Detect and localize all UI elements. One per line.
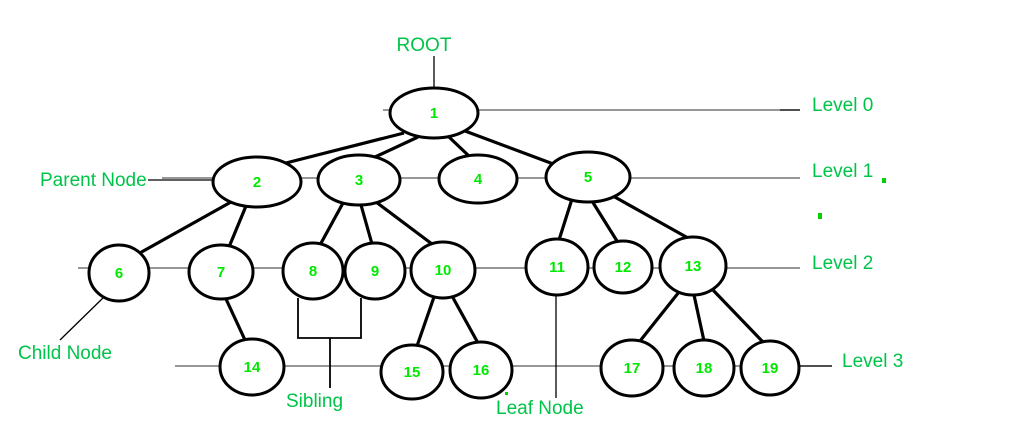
tree-edge-n2-n6 [137,200,232,256]
parent-node-label: Parent Node [40,170,147,191]
node-label-19: 19 [762,360,779,377]
node-label-9: 9 [371,263,379,280]
node-shape-19 [739,339,801,397]
sibling-label: Sibling [286,391,343,412]
level-label-undefined: Level 1 [812,161,873,182]
node-shape-11 [524,237,590,297]
node-shape-3 [316,153,402,207]
level-label-undefined: Level 3 [842,351,903,372]
tree-node-14[interactable]: 14 [218,337,286,397]
stray-mark-2 [818,213,822,219]
tree-node-1[interactable]: 1 [388,86,480,140]
tree-node-5[interactable]: 5 [544,150,632,204]
node-label-10: 10 [435,262,452,279]
node-label-13: 13 [685,258,702,275]
level-label-undefined: Level 0 [812,95,873,116]
tree-edge-n5-n13 [612,194,689,240]
tree-node-12[interactable]: 12 [592,239,654,295]
node-shape-14 [218,337,286,397]
sibling-bracket-group [297,298,362,388]
node-label-18: 18 [696,360,713,377]
node-shape-6 [87,243,151,303]
node-shape-18 [672,338,736,398]
tree-node-8[interactable]: 8 [281,241,345,301]
tree-edge-n10-n16 [450,295,480,344]
node-label-2: 2 [253,174,261,191]
node-shape-17 [599,338,665,398]
node-shape-7 [187,243,255,301]
node-shape-5 [544,150,632,204]
sibling-bracket [297,298,362,339]
node-label-1: 1 [430,105,438,122]
tree-edges-group [137,129,765,347]
tree-edge-n5-n12 [590,200,619,242]
node-label-6: 6 [115,265,123,282]
child-node-label: Child Node [18,343,112,364]
node-shape-10 [409,240,477,300]
tree-edge-n2-n7 [227,205,248,248]
tree-node-3[interactable]: 3 [316,153,402,207]
stray-marks-group [505,178,886,395]
tree-node-9[interactable]: 9 [343,241,407,301]
node-label-8: 8 [309,263,317,280]
node-shape-9 [343,241,407,301]
node-shape-8 [281,241,345,301]
tree-node-6[interactable]: 6 [87,243,151,303]
level-labels-group: Level 0 Level 1 Level 2 Level 3 [812,95,903,372]
tree-node-18[interactable]: 18 [672,338,736,398]
root-label: ROOT [397,35,452,56]
tree-edge-n3-n10 [375,200,433,246]
tree-edge-n1-n5 [464,129,557,167]
tree-edge-n13-n19 [710,287,765,344]
node-shape-15 [379,343,445,401]
tree-edge-n1-n3 [374,135,419,159]
node-label-7: 7 [217,264,225,281]
tree-node-16[interactable]: 16 [448,340,514,400]
node-label-15: 15 [404,364,421,381]
callout-lines-group [59,56,832,398]
node-shape-2 [211,155,303,209]
node-shape-4 [437,153,519,205]
tree-node-4[interactable]: 4 [437,153,519,205]
tree-node-7[interactable]: 7 [187,243,255,301]
tree-edge-n5-n11 [557,198,574,241]
node-label-3: 3 [355,172,363,189]
tree-node-15[interactable]: 15 [379,343,445,401]
node-label-17: 17 [624,360,641,377]
tree-edge-n7-n14 [224,298,247,341]
tree-edge-n13-n17 [638,291,681,342]
node-label-5: 5 [584,169,592,186]
level-lines-group [78,109,832,367]
child-callout [59,295,106,341]
node-label-16: 16 [473,362,490,379]
level-label-undefined: Level 2 [812,253,873,274]
node-shape-16 [448,340,514,400]
node-label-4: 4 [474,171,483,188]
node-label-11: 11 [549,259,565,276]
tree-edge-n3-n8 [318,202,345,246]
node-label-14: 14 [244,359,261,376]
tree-node-19[interactable]: 19 [739,339,801,397]
node-shape-13 [658,235,728,297]
stray-mark-3 [505,392,508,395]
tree-node-2[interactable]: 2 [211,155,303,209]
leaf-node-label: Leaf Node [496,398,584,419]
tree-node-10[interactable]: 10 [409,240,477,300]
tree-edge-n13-n18 [692,294,706,342]
tree-node-11[interactable]: 11 [524,237,590,297]
stray-mark-1 [882,178,886,183]
node-label-12: 12 [615,259,632,276]
tree-edge-n10-n15 [415,296,436,347]
tree-node-13[interactable]: 13 [658,235,728,297]
tree-node-17[interactable]: 17 [599,338,665,398]
tree-edge-n1-n4 [447,135,472,159]
tree-edge-n3-n9 [359,204,374,245]
tree-edge-n1-n2 [277,131,405,167]
node-shape-1 [388,86,480,140]
node-shape-12 [592,239,654,295]
